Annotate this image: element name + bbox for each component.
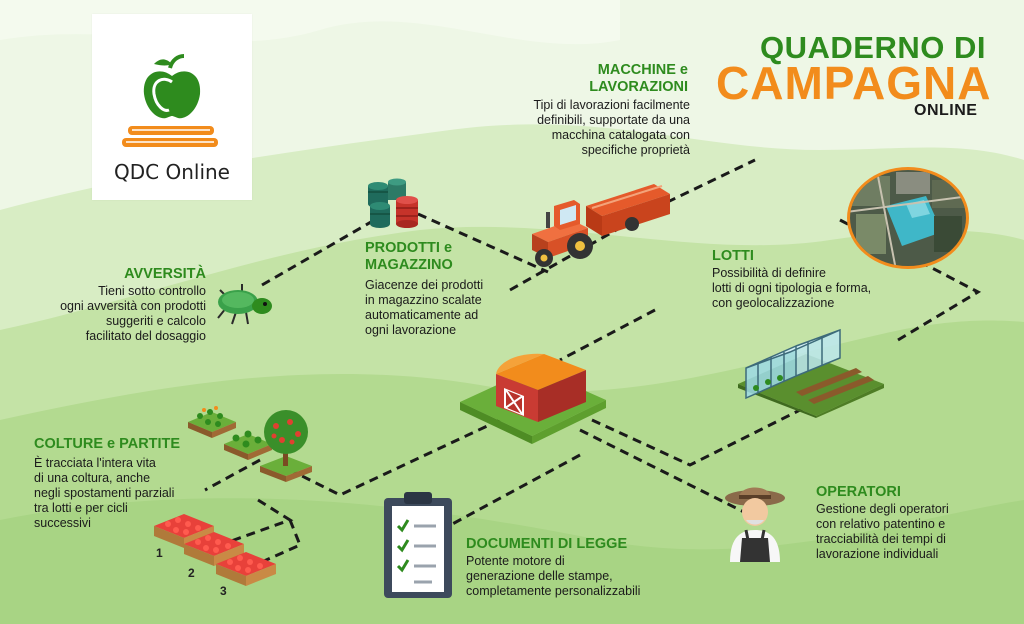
documenti-title: DOCUMENTI DI LEGGE bbox=[466, 536, 628, 552]
apple-books-logo-icon bbox=[122, 54, 218, 147]
tractor-icon bbox=[532, 184, 670, 267]
colture-desc: È tracciata l'intera vita di una coltura… bbox=[34, 456, 175, 530]
crates-icon bbox=[154, 514, 276, 586]
prodotti-title: PRODOTTI e MAGAZZINO bbox=[365, 240, 453, 273]
macchine-title: MACCHINE e LAVORAZIONI bbox=[589, 62, 688, 95]
lotti-desc: Possibilità di definire lotti di ogni ti… bbox=[712, 266, 872, 310]
satellite-map-icon bbox=[847, 167, 969, 269]
greenhouse-icon bbox=[738, 328, 884, 418]
barrels-icon bbox=[368, 178, 418, 228]
bug-icon bbox=[217, 284, 272, 325]
operatori-title: OPERATORI bbox=[816, 484, 901, 500]
colture-title: COLTURE e PARTITE bbox=[34, 436, 181, 452]
crate-number-3: 3 bbox=[220, 584, 227, 598]
crate-number-1: 1 bbox=[156, 546, 163, 560]
documenti-desc: Potente motore di generazione delle stam… bbox=[466, 554, 641, 598]
logo-text: QDC Online bbox=[114, 160, 230, 184]
farmer-icon bbox=[725, 487, 785, 562]
logo-card: QDC Online bbox=[92, 14, 252, 200]
barn-icon bbox=[460, 353, 606, 444]
lotti-title: LOTTI bbox=[712, 248, 754, 264]
prodotti-desc: Giacenze dei prodotti in magazzino scala… bbox=[365, 278, 484, 337]
title-line3: ONLINE bbox=[914, 102, 978, 119]
clipboard-checklist-icon bbox=[384, 492, 452, 598]
avversita-title: AVVERSITÀ bbox=[124, 266, 206, 282]
crops-icon bbox=[188, 406, 312, 482]
title-line1: QUADERNO DI bbox=[760, 30, 986, 65]
avversita-desc: Tieni sotto controllo ogni avversità con… bbox=[60, 284, 206, 343]
macchine-desc: Tipi di lavorazioni facilmente definibil… bbox=[533, 98, 690, 157]
title-line2: CAMPAGNA bbox=[716, 57, 992, 109]
crate-number-2: 2 bbox=[188, 566, 195, 580]
operatori-desc: Gestione degli operatori con relativo pa… bbox=[816, 502, 949, 561]
